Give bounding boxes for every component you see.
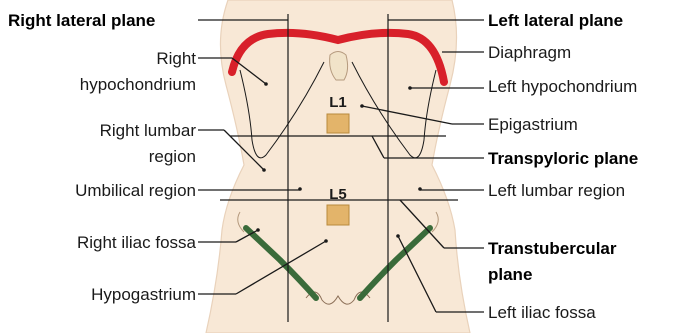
label-right-iliac-fossa: Right iliac fossa: [77, 233, 197, 252]
label-left-lateral-plane: Left lateral plane: [488, 11, 623, 30]
vertebra-l5-label: L5: [329, 186, 347, 203]
label-right-lateral-plane: Right lateral plane: [8, 11, 155, 30]
label-transtubercular-plane-1: Transtubercular: [488, 239, 617, 258]
label-hypogastrium: Hypogastrium: [91, 285, 196, 304]
label-right-hypochondrium-2: hypochondrium: [80, 75, 196, 94]
label-diaphragm: Diaphragm: [488, 43, 571, 62]
label-umbilical-region: Umbilical region: [75, 181, 196, 200]
label-left-lumbar-region: Left lumbar region: [488, 181, 625, 200]
label-right-lumbar-1: Right lumbar: [100, 121, 197, 140]
label-right-lumbar-2: region: [149, 147, 196, 166]
vertebra-l1-box: [327, 114, 349, 133]
label-left-hypochondrium: Left hypochondrium: [488, 77, 637, 96]
label-epigastrium: Epigastrium: [488, 115, 578, 134]
vertebra-l1-label: L1: [329, 94, 347, 111]
vertebra-l5-box: [327, 205, 349, 225]
label-left-iliac-fossa: Left iliac fossa: [488, 303, 596, 322]
label-right-hypochondrium-1: Right: [156, 49, 196, 68]
label-transtubercular-plane-2: plane: [488, 265, 532, 284]
label-transpyloric-plane: Transpyloric plane: [488, 149, 638, 168]
